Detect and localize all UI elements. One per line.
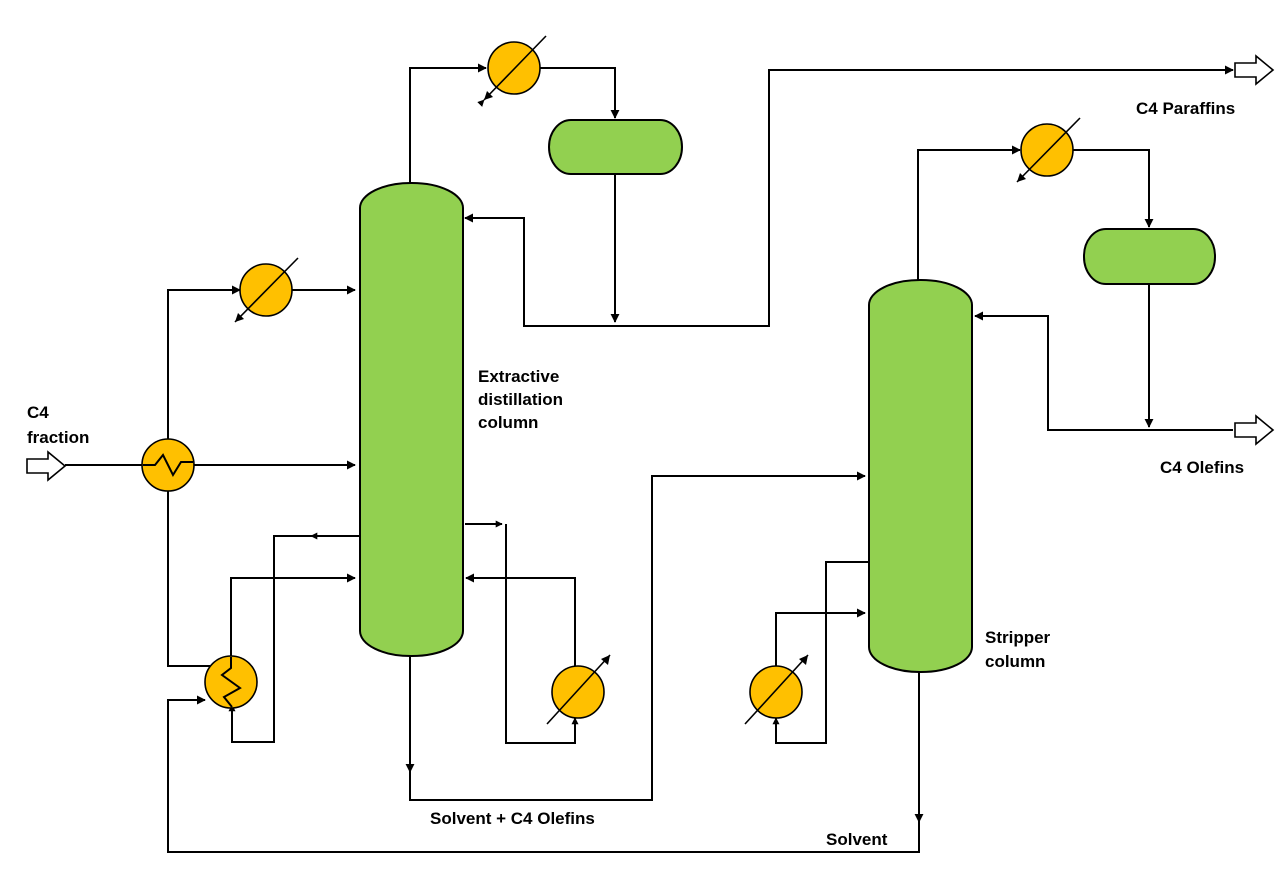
- c4-fraction-label-line2: fraction: [27, 428, 89, 447]
- reflux-drum-2: [1083, 228, 1216, 285]
- stripper-reboiler-icon: [744, 654, 809, 725]
- solvent-olefins-transfer-line: [409, 471, 866, 801]
- stripper-reflux-line: [974, 311, 1149, 431]
- extractive-side-reboiler-icon: [546, 654, 611, 725]
- stripper-reboiler-return-line: [775, 608, 866, 668]
- condenser-1-outlet-line: [540, 67, 620, 119]
- condenser-2-icon: [1016, 117, 1081, 183]
- extractive-reflux-line: [464, 213, 615, 327]
- c4-paraffins-outlet-arrow-icon: [1234, 54, 1275, 86]
- c4-fraction-label-line1: C4: [27, 403, 49, 422]
- extractive-column-label-line3: column: [478, 413, 538, 432]
- solvent-recycle-line: [167, 695, 920, 853]
- feed-branch-up-line: [167, 285, 241, 440]
- feed-preheater-icon: [141, 438, 195, 492]
- stripper-overhead-line: [917, 145, 1021, 282]
- c4-fraction-inlet-arrow-icon: [26, 450, 67, 482]
- condenser-2-outlet-line: [1073, 149, 1154, 228]
- extractive-left-loop-line: [228, 535, 311, 743]
- solvent-interchanger-icon: [204, 655, 258, 709]
- stripper-column-label-line1: Stripper: [985, 628, 1051, 647]
- extractive-distillation-column: [359, 182, 464, 657]
- extractive-column-label-line1: Extractive: [478, 367, 559, 386]
- condenser-1-icon: [477, 35, 547, 107]
- stripper-column-label-line2: column: [985, 652, 1045, 671]
- reflux-drum-1: [548, 119, 683, 175]
- c4-olefins-label: C4 Olefins: [1160, 458, 1244, 477]
- stripper-column: [868, 279, 973, 673]
- extractive-column-label-line2: distillation: [478, 390, 563, 409]
- extractive-left-return-line: [230, 573, 356, 657]
- solvent-c4-olefins-label: Solvent + C4 Olefins: [430, 809, 595, 828]
- stripper-reboiler-draw-line: [772, 561, 868, 744]
- feed-cooler-icon: [234, 257, 299, 323]
- solvent-label: Solvent: [826, 830, 888, 849]
- flow-lines: [65, 63, 1234, 853]
- feed-branch-down-line: [167, 490, 210, 667]
- c4-paraffins-line: [615, 65, 1234, 327]
- extractive-right-return-line: [465, 573, 576, 666]
- c4-olefins-outlet-arrow-icon: [1234, 414, 1275, 446]
- extractive-right-loop-line: [505, 524, 579, 744]
- extractive-overhead-line: [409, 63, 487, 185]
- c4-paraffins-label: C4 Paraffins: [1136, 99, 1235, 118]
